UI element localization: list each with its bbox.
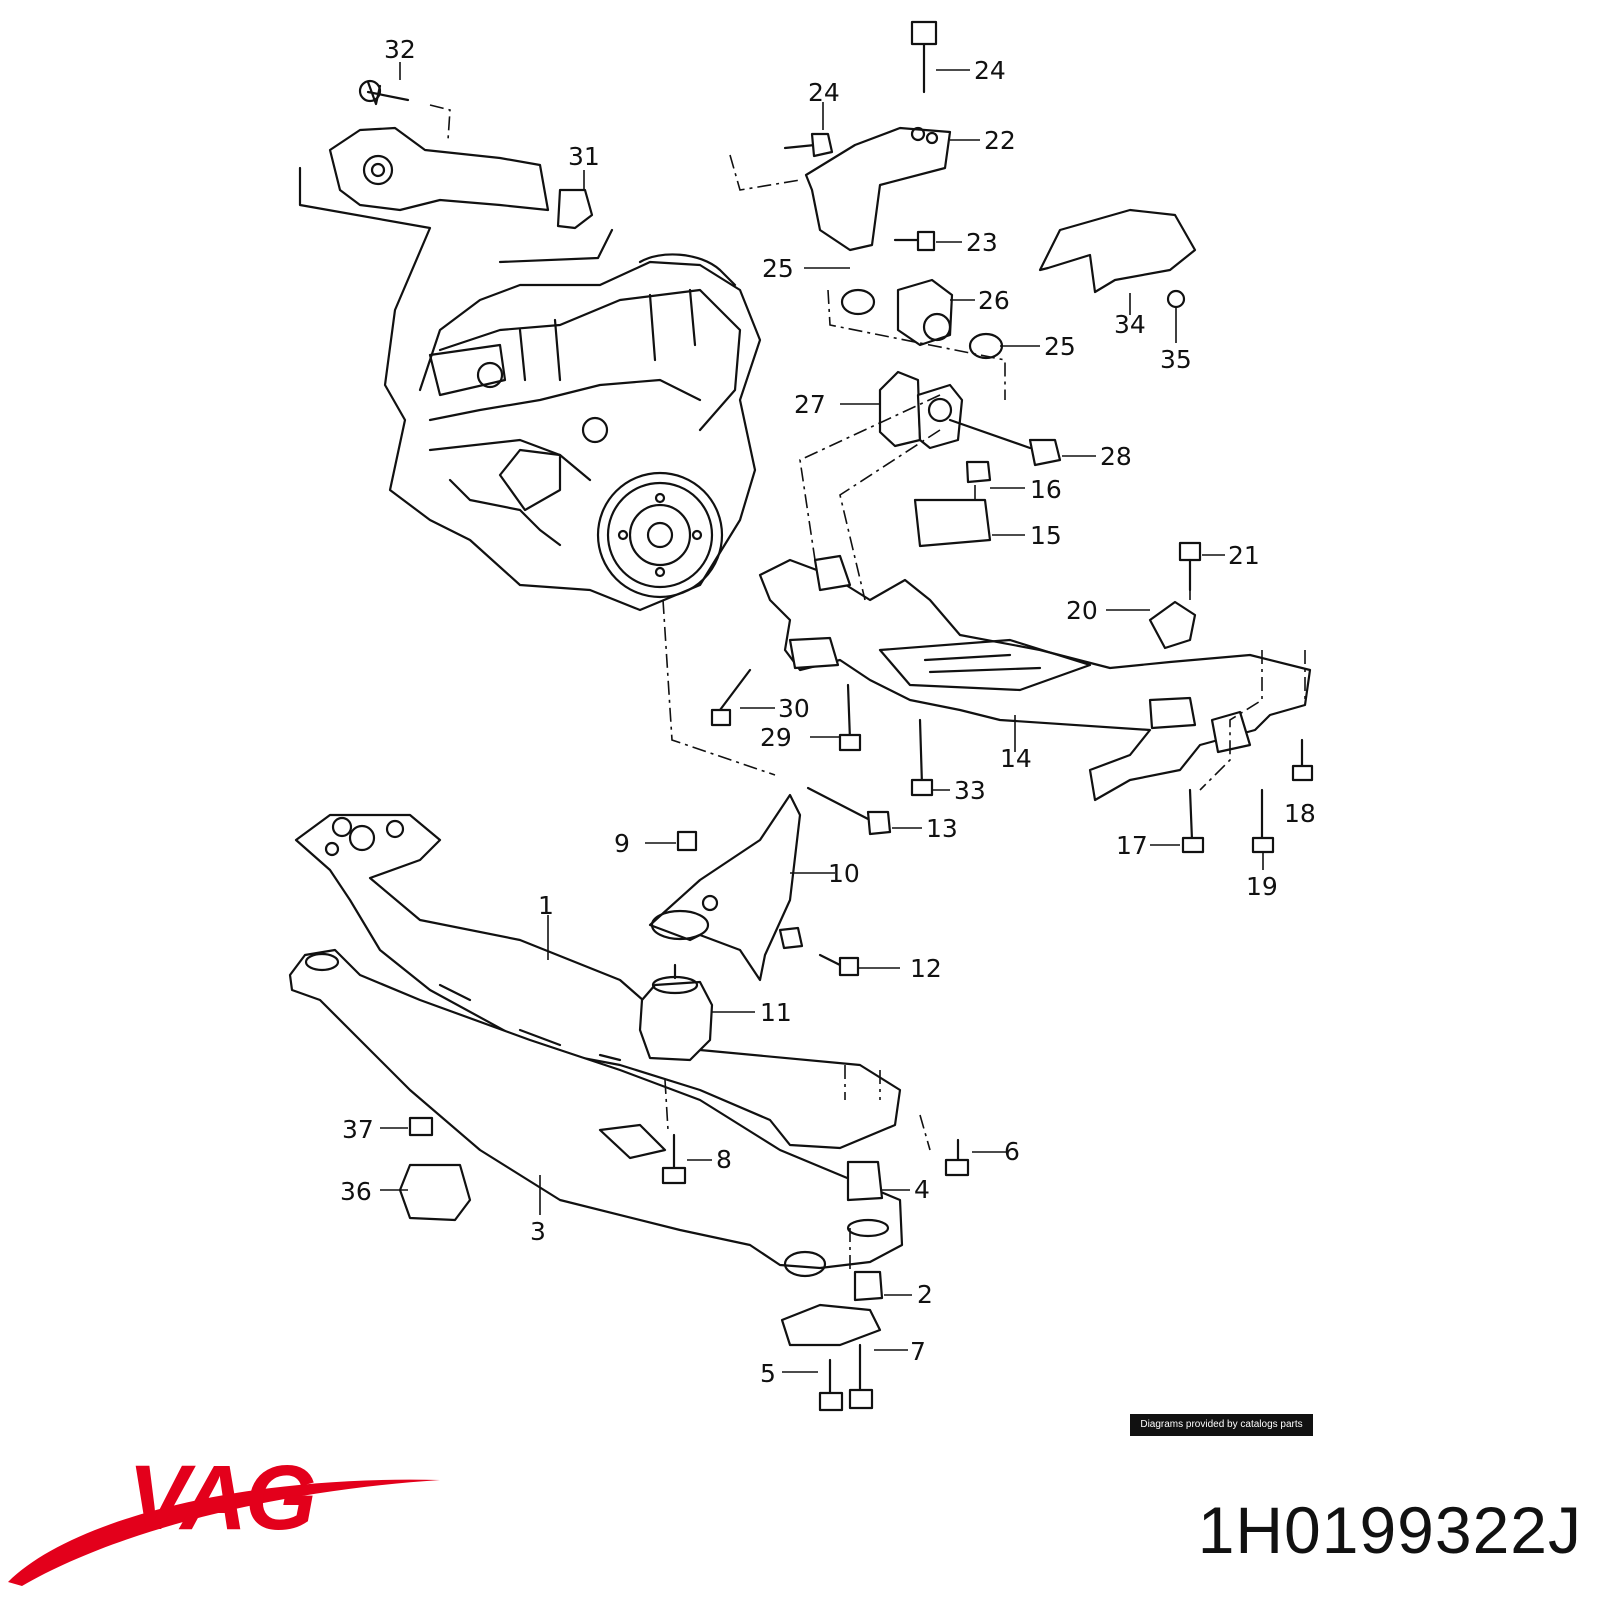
crossmember-assembly [288, 786, 970, 1412]
callout-11: 11 [760, 998, 792, 1027]
callout-1: 1 [538, 891, 554, 920]
callout-15: 15 [1030, 521, 1062, 550]
vag-logo: VAG [128, 1447, 317, 1549]
callout-18: 18 [1284, 799, 1316, 828]
callout-19: 19 [1246, 872, 1278, 901]
callout-20: 20 [1066, 596, 1098, 625]
callout-8: 8 [716, 1145, 732, 1174]
callout-36: 36 [340, 1177, 372, 1206]
callout-labels: 1 2 3 4 5 6 7 8 9 10 11 12 13 14 15 16 1… [340, 35, 1316, 1388]
vag-logo-swoosh [8, 1479, 440, 1586]
callout-31: 31 [568, 142, 600, 171]
callout-24-left: 24 [808, 78, 840, 107]
callout-3: 3 [530, 1217, 546, 1246]
callout-21: 21 [1228, 541, 1260, 570]
callout-24-top: 24 [974, 56, 1006, 85]
callout-35: 35 [1160, 345, 1192, 374]
engine-assembly [298, 79, 762, 612]
upper-mount-assembly [783, 20, 1197, 467]
callout-37: 37 [342, 1115, 374, 1144]
callout-16: 16 [1030, 475, 1062, 504]
callout-34: 34 [1114, 310, 1146, 339]
callout-17: 17 [1116, 831, 1148, 860]
callout-25-left: 25 [762, 254, 794, 283]
callout-12: 12 [910, 954, 942, 983]
callout-10: 10 [828, 859, 860, 888]
callout-27: 27 [794, 390, 826, 419]
callout-7: 7 [910, 1337, 926, 1366]
callout-25-right: 25 [1044, 332, 1076, 361]
callout-28: 28 [1100, 442, 1132, 471]
leader-lines [380, 62, 1264, 1373]
callout-26: 26 [978, 286, 1010, 315]
callout-9: 9 [614, 829, 630, 858]
subframe-14 [710, 460, 1314, 854]
diagram-credit: Diagrams provided by catalogs parts [1130, 1414, 1313, 1436]
callout-22: 22 [984, 126, 1016, 155]
part-number: 1H0199322J [1197, 1493, 1582, 1567]
callout-23: 23 [966, 228, 998, 257]
callout-30: 30 [778, 694, 810, 723]
callout-5: 5 [760, 1359, 776, 1388]
callout-6: 6 [1004, 1137, 1020, 1166]
callout-14: 14 [1000, 744, 1032, 773]
callout-13: 13 [926, 814, 958, 843]
guide-lines [429, 104, 1306, 1270]
callout-29: 29 [760, 723, 792, 752]
callout-2: 2 [917, 1280, 933, 1309]
callout-32: 32 [384, 35, 416, 64]
callout-33: 33 [954, 776, 986, 805]
callout-4: 4 [914, 1175, 930, 1204]
